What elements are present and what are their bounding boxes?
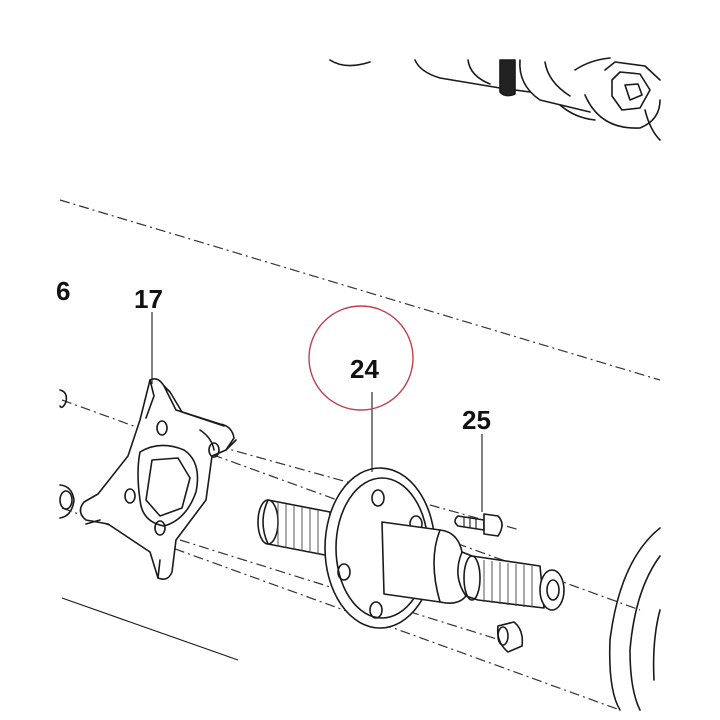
wheel-drum-fragment (608, 527, 661, 711)
callout-17: 17 (134, 284, 163, 314)
callout-6: 6 (56, 276, 71, 306)
leader-lines (151, 312, 483, 512)
callout-24: 24 (350, 354, 379, 384)
small-nut (496, 621, 524, 653)
highlight-circle (308, 305, 414, 411)
part-6-fragment (59, 389, 75, 519)
part-17-flange-plate (79, 378, 237, 580)
top-assembly-fragment (329, 57, 661, 141)
callout-25: 25 (462, 405, 491, 435)
part-25-bolt (454, 513, 503, 537)
part-24-stub-axle (257, 467, 565, 629)
